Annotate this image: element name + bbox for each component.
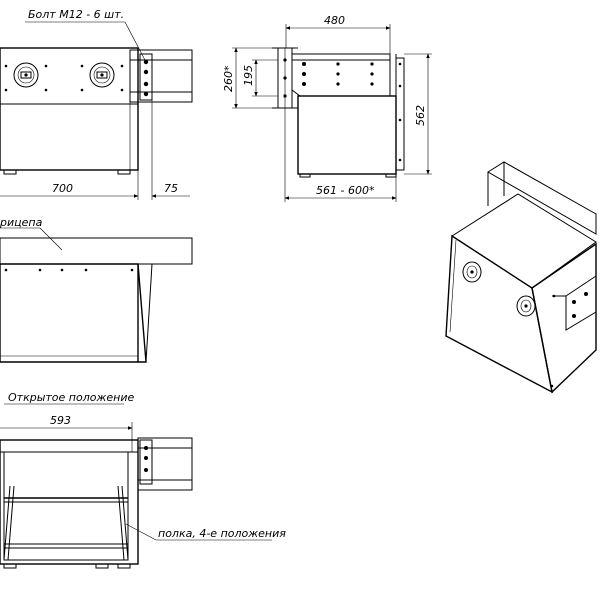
bracket-holes	[283, 58, 374, 98]
mount-bracket	[139, 53, 153, 101]
side-view	[232, 24, 432, 202]
shelf	[3, 485, 129, 561]
open-view	[0, 403, 272, 569]
frame-beam-open	[137, 437, 193, 491]
iso-lock-right-icon	[516, 295, 536, 317]
frame-beam-section	[129, 49, 193, 103]
lock-right-icon	[89, 62, 115, 88]
open-box-body	[0, 439, 139, 565]
isometric-view	[445, 161, 597, 394]
frame-top	[0, 237, 193, 265]
iso-frame-top	[487, 161, 597, 235]
iso-lock-left-icon	[462, 261, 482, 283]
lock-left-icon	[13, 62, 39, 88]
side-box-body	[297, 95, 397, 175]
front-view	[0, 21, 193, 200]
box-body	[0, 47, 139, 171]
top-view	[0, 227, 193, 363]
